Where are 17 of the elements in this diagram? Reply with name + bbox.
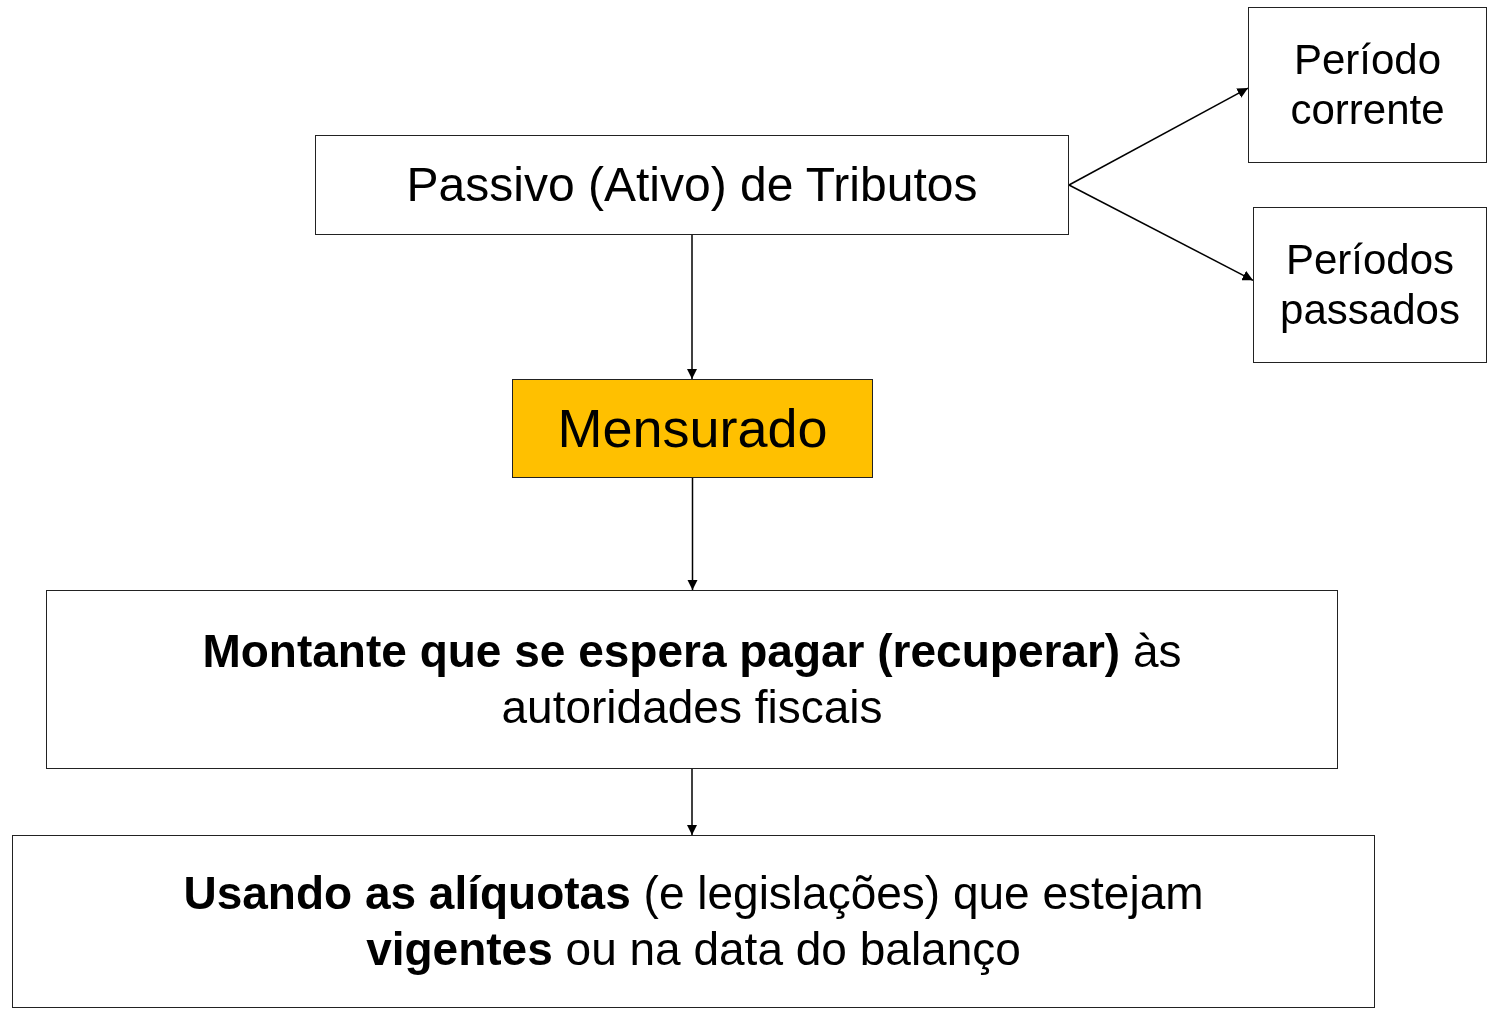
box-text: Períodos passados (1279, 234, 1461, 335)
box-text: Período corrente (1289, 34, 1446, 135)
arrow (687, 477, 698, 591)
process-box (315, 135, 1069, 235)
box-text: Montante que se espera pagar (recuperar) às autoridades fiscais (201, 624, 1183, 735)
process-box (1248, 7, 1487, 163)
process-box (1253, 207, 1487, 363)
arrow (686, 768, 698, 836)
arrow (1068, 184, 1254, 282)
box-text: Passivo (Ativo) de Tributos (406, 157, 978, 214)
process-box (46, 590, 1338, 769)
arrow (686, 234, 698, 380)
highlight-box (512, 379, 873, 478)
arrow (1068, 87, 1249, 186)
box-text: Mensurado (557, 397, 828, 461)
process-box (12, 835, 1375, 1008)
box-text: Usando as alíquotas (e legislações) que estejam vigentes ou na data do balanço (182, 866, 1205, 977)
